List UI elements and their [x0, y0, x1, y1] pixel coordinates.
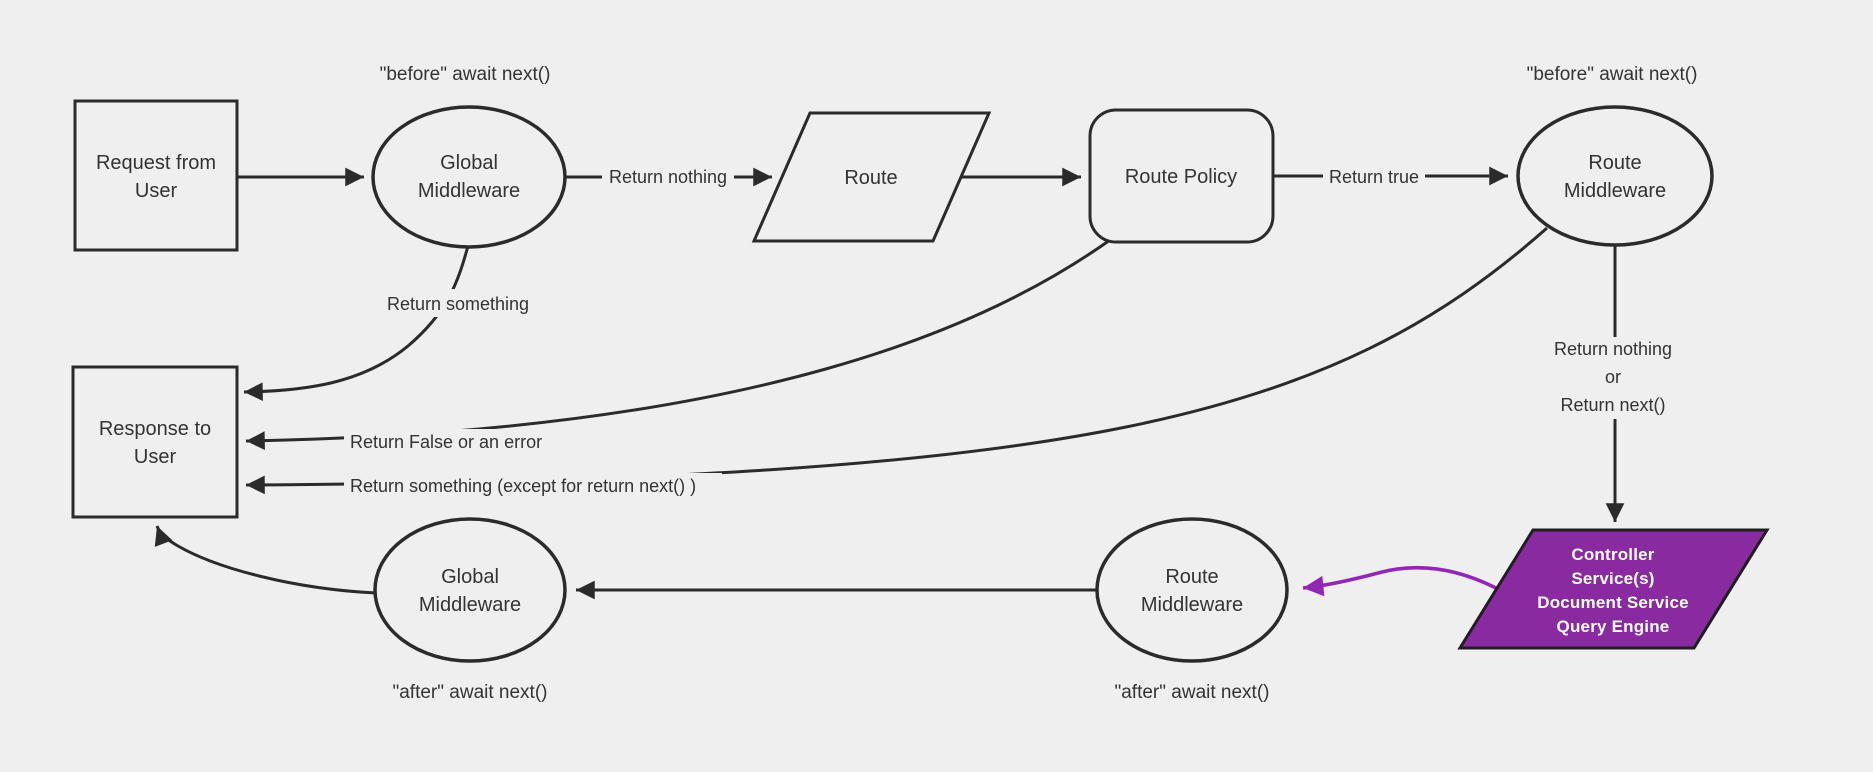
edge-label-return-nothing-or-line2: or [1605, 367, 1621, 387]
node-route-middleware-bottom-label-line1: Route [1165, 566, 1218, 588]
edge-label-return-something-except: Return something (except for return next… [350, 476, 696, 496]
node-global-middleware-bottom [373, 517, 567, 663]
label-bg-return-true [1323, 162, 1425, 191]
node-route-middleware-top [1516, 105, 1714, 247]
node-request-label-line1: Request from [96, 152, 216, 174]
node-response-label-line1: Response to [99, 418, 211, 440]
node-global-middleware-bottom-label-line2: Middleware [419, 594, 521, 616]
edge-label-return-nothing-or-line3: Return next() [1560, 395, 1665, 415]
node-request-from-user [73, 99, 239, 252]
node-route-policy-label: Route Policy [1125, 166, 1237, 188]
node-route-middleware-bottom [1095, 517, 1289, 663]
node-controller-label-line1: Controller [1571, 545, 1654, 564]
node-route-middleware-top-label-line2: Middleware [1564, 180, 1666, 202]
edge-label-return-nothing-or-line1: Return nothing [1554, 339, 1672, 359]
node-route-label: Route [844, 167, 897, 189]
edge-label-return-nothing: Return nothing [609, 167, 727, 187]
label-bg-return-something-except [344, 473, 722, 499]
node-route [751, 111, 992, 243]
node-controller-services [1457, 528, 1770, 650]
edge-label-return-true: Return true [1329, 167, 1419, 187]
node-global-middleware-bottom-label-line1: Global [441, 566, 499, 588]
node-route-policy [1088, 108, 1275, 244]
label-bg-return-something [380, 289, 537, 317]
edge-label-backgrounds [344, 162, 1688, 499]
edge-label-return-false: Return False or an error [350, 432, 542, 452]
edge-global-middleware-bottom-to-response [154, 525, 377, 595]
label-bg-return-false [344, 429, 546, 455]
edge-controller-to-route-middleware-bottom [1302, 565, 1497, 597]
node-global-middleware-top-label-line1: Global [440, 152, 498, 174]
label-bg-return-nothing-or [1538, 337, 1688, 419]
annotation-after-await-right: "after" await next() [1115, 682, 1270, 703]
edge-route-policy-return-false-to-response [245, 238, 1111, 451]
edge-global-middleware-return-something-to-response [243, 245, 470, 402]
node-controller-label-line4: Query Engine [1557, 617, 1670, 636]
annotation-before-await-right: "before" await next() [1527, 64, 1698, 85]
edge-labels-layer: Return nothing Return true Return someth… [350, 167, 1672, 496]
annotation-after-await-left: "after" await next() [393, 682, 548, 703]
node-global-middleware-top-label-line2: Middleware [418, 180, 520, 202]
node-controller-label-line3: Document Service [1537, 593, 1689, 612]
node-response-label-line2: User [134, 446, 177, 468]
node-controller-label-line2: Service(s) [1571, 569, 1654, 588]
node-response-to-user [71, 365, 239, 519]
node-request-label-line2: User [135, 180, 178, 202]
node-route-middleware-bottom-label-line2: Middleware [1141, 594, 1243, 616]
edge-label-return-something: Return something [387, 294, 529, 314]
annotation-labels-layer: "before" await next() "before" await nex… [380, 64, 1698, 703]
node-route-middleware-top-label-line1: Route [1588, 152, 1641, 174]
node-global-middleware-top [371, 105, 567, 249]
annotation-before-await-left: "before" await next() [380, 64, 551, 85]
label-bg-return-nothing [602, 162, 734, 191]
nodes-layer: Request from User Global Middleware Rout… [71, 99, 1770, 663]
